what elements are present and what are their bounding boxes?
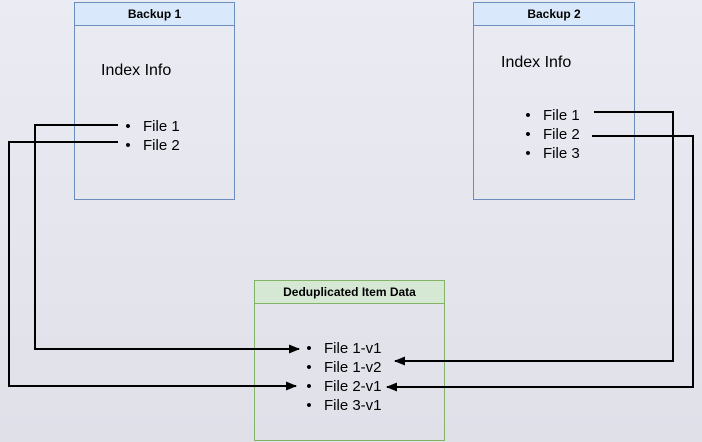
bullet-icon: •: [525, 126, 531, 143]
backup2-title: Backup 2: [474, 3, 634, 26]
bullet-icon: •: [306, 397, 312, 414]
list-item: • File 1: [121, 117, 180, 136]
bullet-icon: •: [306, 340, 312, 357]
file-version-label: File 2-v1: [324, 378, 382, 395]
backup1-title: Backup 1: [75, 3, 234, 26]
file-label: File 2: [543, 126, 580, 143]
file-label: File 1: [143, 118, 180, 135]
backup1-index-info-label: Index Info: [101, 62, 172, 79]
deduplicated-item-data-box: Deduplicated Item Data • File 1-v1 • File …: [254, 280, 445, 441]
bullet-icon: •: [125, 137, 131, 154]
list-item: • File 1: [521, 106, 580, 125]
list-item: • File 2: [121, 136, 180, 155]
file-version-label: File 3-v1: [324, 397, 382, 414]
list-item: • File 3: [521, 144, 580, 163]
list-item: • File 3-v1: [302, 396, 382, 415]
bullet-icon: •: [525, 107, 531, 124]
file-version-label: File 1-v2: [324, 359, 382, 376]
list-item: • File 2-v1: [302, 377, 382, 396]
dedup-title: Deduplicated Item Data: [255, 281, 444, 304]
backup2-index-info-label: Index Info: [501, 54, 572, 71]
file-label: File 1: [543, 107, 580, 124]
bullet-icon: •: [525, 145, 531, 162]
file-label: File 3: [543, 145, 580, 162]
bullet-icon: •: [306, 378, 312, 395]
backup1-file-list: • File 1 • File 2: [121, 117, 180, 155]
list-item: • File 2: [521, 125, 580, 144]
file-version-label: File 1-v1: [324, 340, 382, 357]
list-item: • File 1-v2: [302, 358, 382, 377]
backup2-file-list: • File 1 • File 2 • File 3: [521, 106, 580, 163]
file-label: File 2: [143, 137, 180, 154]
bullet-icon: •: [125, 118, 131, 135]
backup1-box: Backup 1 Index Info • File 1 • File 2: [74, 2, 235, 200]
list-item: • File 1-v1: [302, 339, 382, 358]
bullet-icon: •: [306, 359, 312, 376]
backup2-box: Backup 2 Index Info • File 1 • File 2 • Fil…: [473, 2, 635, 200]
dedup-item-list: • File 1-v1 • File 1-v2 • File 2-v1 • File 3…: [302, 339, 382, 415]
